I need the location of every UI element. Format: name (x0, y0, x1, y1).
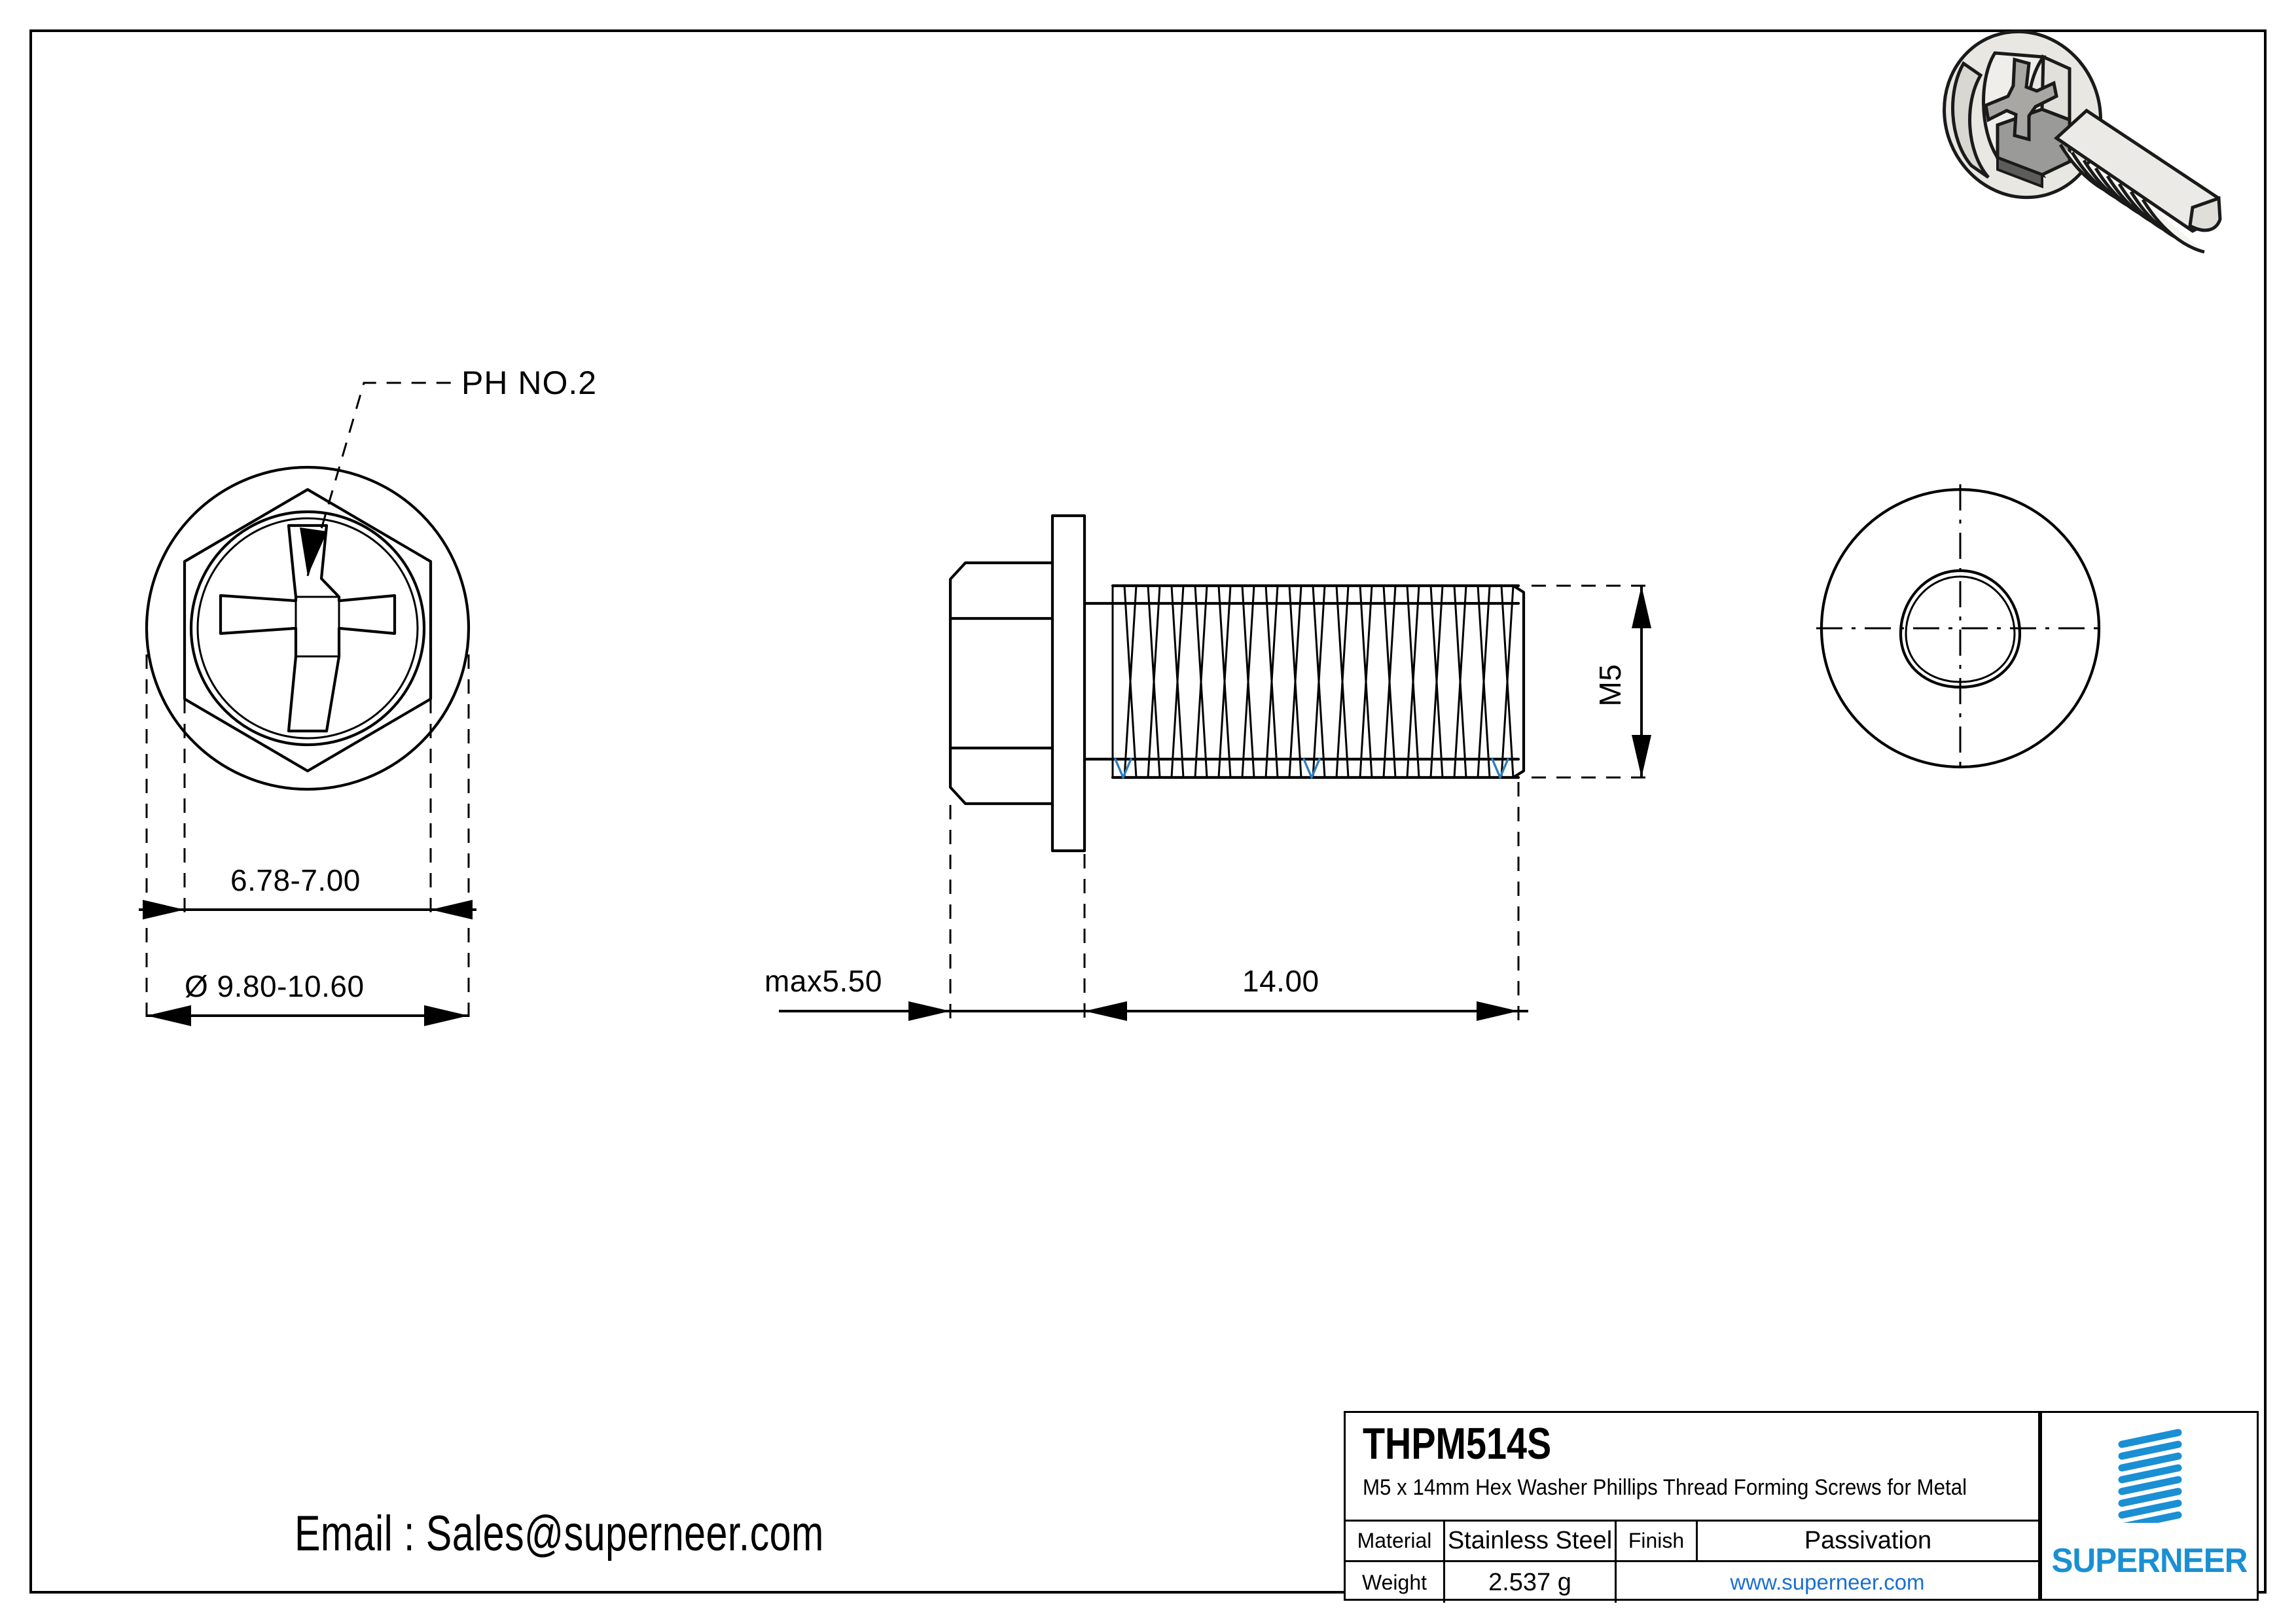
dim-head-height-label: max5.50 (764, 964, 882, 998)
head-end-view (139, 382, 476, 1026)
head-face-circle-inner (196, 517, 419, 740)
iso-hex-side-dark (1996, 156, 2043, 188)
title-block: THPM514S M5 x 14mm Hex Washer Phillips T… (1344, 1411, 2259, 1603)
part-number: THPM514S (1363, 1419, 1552, 1469)
ph-leader-arrowhead (300, 527, 327, 576)
hex-head-body (948, 561, 1054, 806)
dim-thread-length (1085, 1001, 1528, 1021)
dim-thread-size (1532, 584, 1656, 779)
iso-flange-rim (1951, 61, 1990, 179)
part-description: M5 x 14mm Hex Washer Phillips Thread For… (1363, 1475, 1967, 1500)
dim-flange-diameter-label: Ø 9.80-10.60 (185, 969, 365, 1003)
material-value: Stainless Steel (1445, 1522, 1617, 1560)
dim-flange-diameter (147, 1005, 469, 1026)
flange-outline-circle (145, 465, 471, 791)
dim-across-flats (139, 900, 476, 919)
hex-head-outline (183, 488, 433, 773)
title-block-logo-cell: SUPERNEER (2040, 1411, 2259, 1601)
dim-across-flats-label: 6.78-7.00 (230, 863, 361, 897)
flange-plate (1050, 514, 1086, 853)
shank-end-face (1511, 584, 1526, 779)
finish-label: Finish (1617, 1522, 1698, 1560)
title-block-row-material: Material Stainless Steel Finish Passivat… (1346, 1522, 2038, 1562)
dim-thread-size-label: M5 (1593, 664, 1627, 707)
weight-value: 2.537 g (1445, 1562, 1617, 1603)
head-face-circle-outer (189, 510, 426, 747)
point-end-outer-circle (1820, 488, 2101, 769)
phillips-recess (219, 524, 397, 733)
iso-threaded-shank (2053, 108, 2222, 254)
isometric-render (1943, 29, 2222, 254)
dim-head-height (779, 1001, 1085, 1021)
title-block-row-weight: Weight 2.537 g www.superneer.com (1346, 1562, 2038, 1603)
side-view (779, 514, 1656, 1021)
material-label: Material (1346, 1522, 1445, 1560)
weight-label: Weight (1346, 1562, 1445, 1603)
iso-phillips-recess (1984, 57, 2058, 142)
superneer-wordmark: SUPERNEER (2051, 1542, 2248, 1580)
dim-thread-length-label: 14.00 (1242, 964, 1319, 998)
superneer-logo-icon (2118, 1429, 2182, 1523)
thread-root-marks (1114, 758, 1509, 779)
sheet-frame (29, 29, 2267, 1594)
ph-leader-line (306, 382, 458, 577)
title-block-main: THPM514S M5 x 14mm Hex Washer Phillips T… (1344, 1411, 2040, 1603)
finish-value: Passivation (1804, 1527, 1932, 1554)
email-label: Email : Sales@superneer.com (295, 1506, 824, 1561)
thread-profile-lines (1111, 584, 1515, 779)
ph-callout-label: PH NO.2 (461, 365, 598, 401)
point-end-view (1816, 484, 2104, 772)
title-block-header: THPM514S M5 x 14mm Hex Washer Phillips T… (1346, 1413, 2038, 1522)
website-link[interactable]: www.superneer.com (1730, 1570, 1925, 1594)
